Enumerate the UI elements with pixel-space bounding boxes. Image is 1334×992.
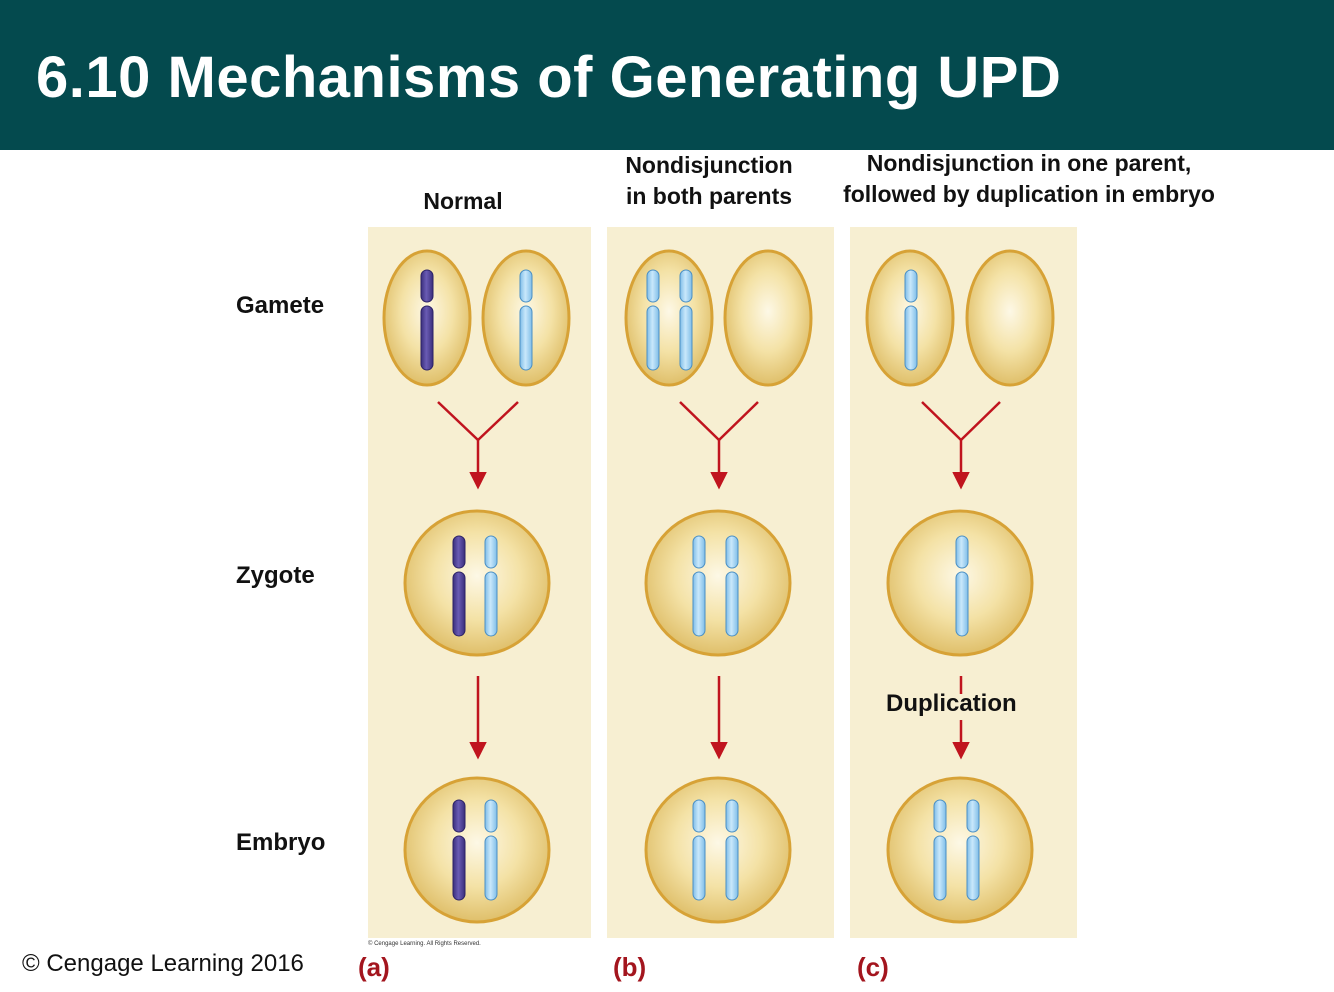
chromosome-light xyxy=(646,269,660,371)
chromosome-light xyxy=(904,269,918,371)
panel-label-c: (c) xyxy=(857,952,889,982)
chromosome-light xyxy=(933,799,947,901)
copyright-notice: © Cengage Learning 2016 xyxy=(22,950,304,977)
fertilization-arrow xyxy=(437,401,519,490)
fertilization-arrow xyxy=(921,401,1001,490)
column-header-normal: Normal xyxy=(423,188,503,214)
column-header-b-line1: Nondisjunction xyxy=(625,152,793,178)
column-header-c-line1: Nondisjunction in one parent, xyxy=(866,150,1192,176)
gamete-cell-empty xyxy=(723,249,813,387)
gamete-cell xyxy=(624,249,714,387)
fertilization-arrow xyxy=(679,401,759,490)
chromosome-light xyxy=(679,269,693,371)
gamete-cell-empty xyxy=(965,249,1055,387)
chromosome-light xyxy=(692,799,706,901)
panel-label-b: (b) xyxy=(613,952,647,982)
page-title: 6.10 Mechanisms of Generating UPD xyxy=(36,45,1062,110)
title-bar: 6.10 Mechanisms of Generating UPD xyxy=(0,0,1334,150)
column-header-nondisjunction-both: Nondisjunction in both parents xyxy=(600,150,818,212)
row-label-embryo: Embryo xyxy=(236,829,326,856)
chromosome-dark xyxy=(420,269,434,371)
chromosome-light xyxy=(725,535,739,637)
chromosome-light xyxy=(725,799,739,901)
embryo-cell xyxy=(644,776,792,924)
chromosome-light xyxy=(692,535,706,637)
small-credit: © Cengage Learning. All Rights Reserved. xyxy=(368,941,481,947)
column-header-nondisjunction-one: Nondisjunction in one parent, followed b… xyxy=(812,148,1246,210)
chromosome-dark xyxy=(452,799,466,901)
chromosome-light xyxy=(955,535,969,637)
column-header-b-line2: in both parents xyxy=(625,183,793,209)
zygote-cell xyxy=(403,509,551,657)
row-label-gamete: Gamete xyxy=(236,292,325,319)
duplication-label: Duplication xyxy=(886,690,1017,717)
chromosome-light xyxy=(484,799,498,901)
embryo-cell xyxy=(886,776,1034,924)
chromosome-light xyxy=(484,535,498,637)
chromosome-dark xyxy=(452,535,466,637)
embryo-cell xyxy=(403,776,551,924)
panel-label-a: (a) xyxy=(358,952,390,982)
zygote-cell xyxy=(644,509,792,657)
chromosome-light xyxy=(966,799,980,901)
row-label-zygote: Zygote xyxy=(236,562,315,589)
column-header-c-line2: followed by duplication in embryo xyxy=(843,181,1215,207)
chromosome-light xyxy=(519,269,533,371)
